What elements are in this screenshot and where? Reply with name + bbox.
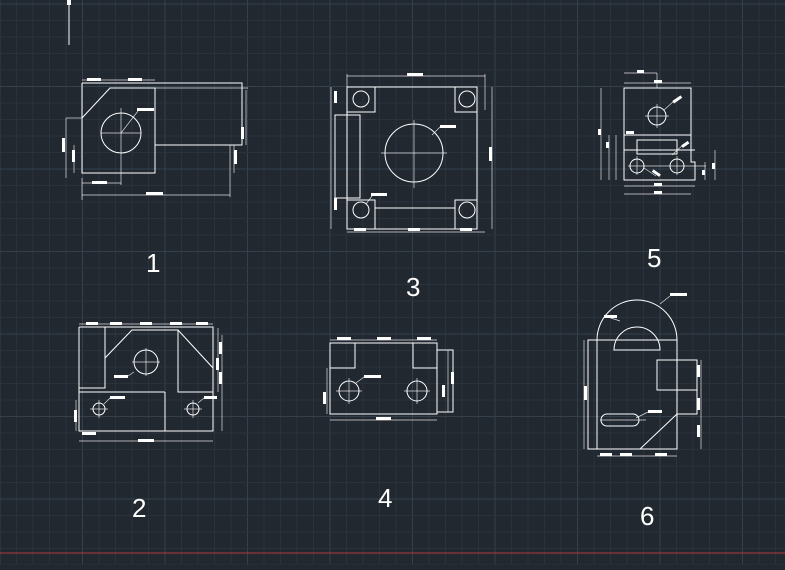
part-5-drawing[interactable]	[598, 70, 716, 195]
part-1-drawing[interactable]	[62, 78, 248, 200]
part-label-1: 1	[146, 248, 161, 278]
part-label-3: 3	[406, 272, 421, 302]
ucs-icon	[67, 0, 71, 45]
part-2-drawing[interactable]	[74, 322, 223, 442]
part-4-drawing[interactable]	[323, 337, 454, 421]
part-label-4: 4	[378, 483, 393, 513]
part-6-drawing[interactable]	[583, 293, 702, 457]
part-label-6: 6	[640, 501, 655, 531]
part-label-5: 5	[647, 243, 662, 273]
part-3-drawing[interactable]	[330, 73, 493, 233]
part-label-2: 2	[132, 493, 147, 523]
